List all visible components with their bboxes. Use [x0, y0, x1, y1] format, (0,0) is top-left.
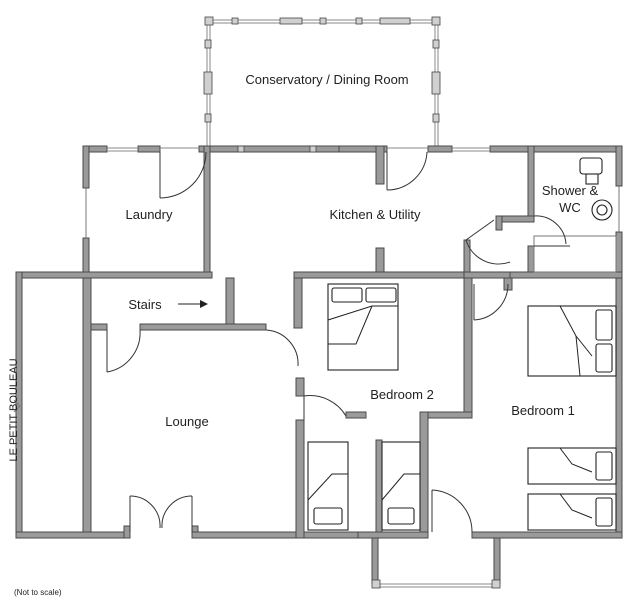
label-shower-line2: WC: [559, 200, 581, 215]
street-marker: [13, 399, 21, 413]
label-laundry: Laundry: [126, 207, 173, 222]
furniture: [307, 157, 617, 531]
label-shower-line1: Shower &: [542, 183, 599, 198]
label-bedroom1: Bedroom 1: [511, 403, 575, 418]
label-lounge: Lounge: [165, 414, 208, 429]
label-stairs: Stairs: [128, 297, 162, 312]
label-kitchen: Kitchen & Utility: [329, 207, 421, 222]
windows: [107, 145, 490, 153]
walls: [15, 145, 623, 589]
label-conservatory: Conservatory / Dining Room: [245, 72, 408, 87]
conservatory-structure: [203, 16, 441, 146]
label-bedroom2: Bedroom 2: [370, 387, 434, 402]
street-label: LE PETIT BOULEAU: [8, 358, 20, 461]
doors: [106, 151, 570, 533]
scale-note: (Not to scale): [14, 588, 62, 597]
